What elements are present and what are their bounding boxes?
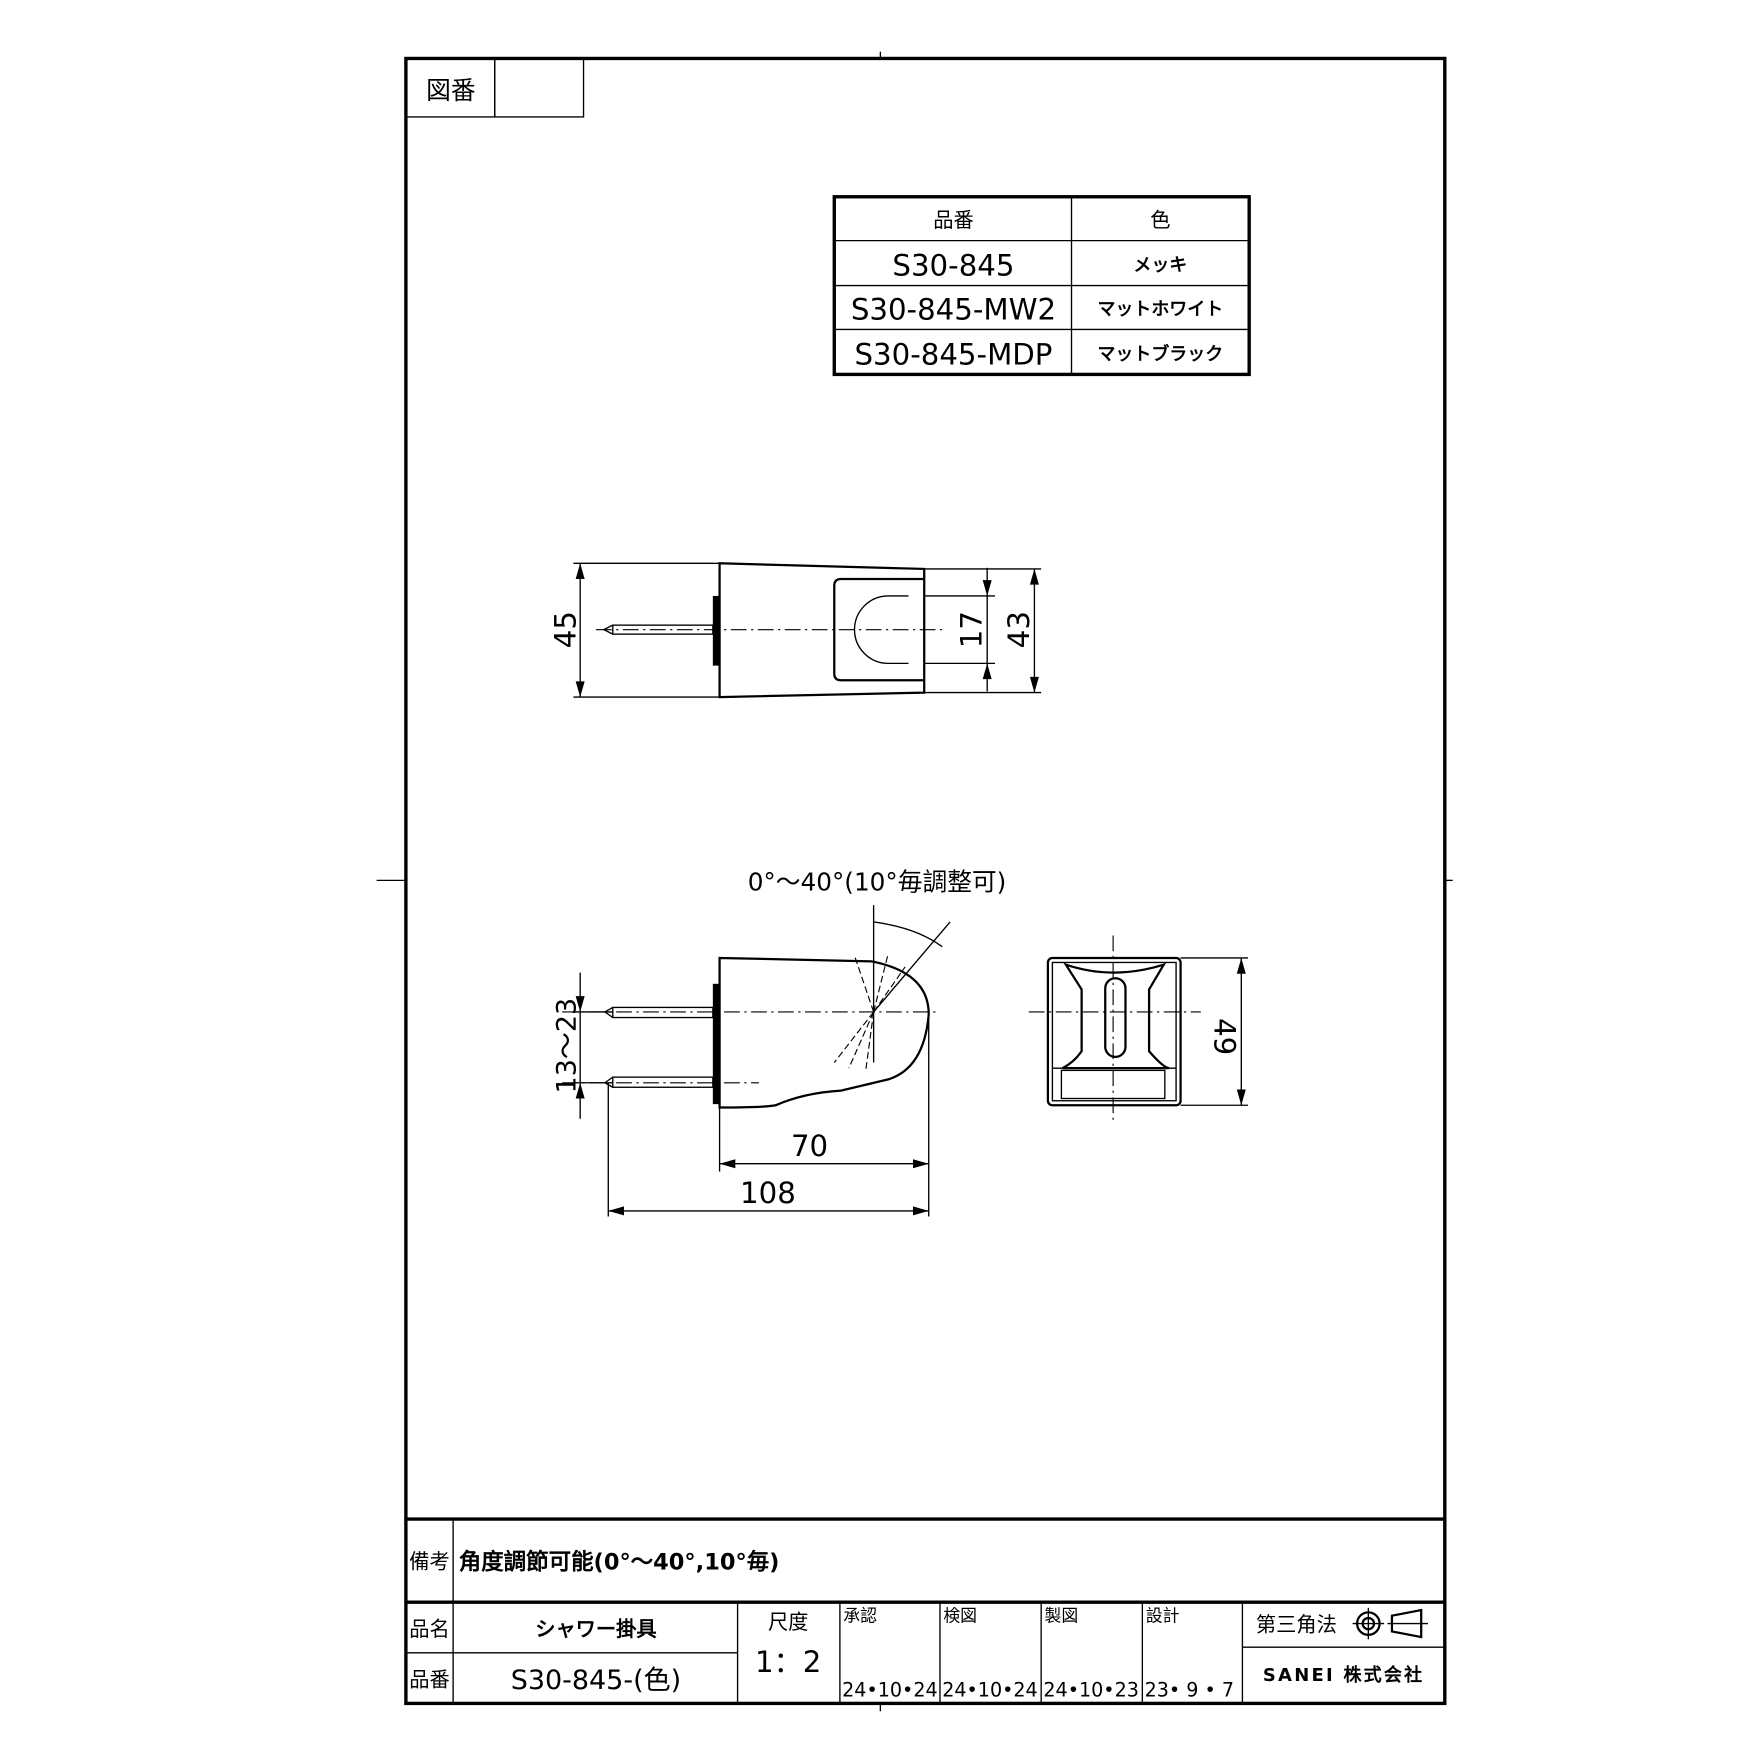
header-color: 色 — [1150, 208, 1170, 232]
side-view: 0°～40°(10°毎調整可) 13～23 70 108 — [552, 867, 1007, 1217]
designed-date: 23• 9 • 7 — [1145, 1679, 1234, 1702]
company-name: SANEI 株式会社 — [1263, 1664, 1424, 1686]
scale-value: 1：2 — [755, 1645, 821, 1679]
top-view: 45 17 43 — [549, 562, 1042, 699]
dim-108: 108 — [740, 1176, 796, 1210]
name-label: 品名 — [409, 1617, 449, 1641]
dim-17: 17 — [955, 611, 989, 648]
checked-label: 検図 — [943, 1605, 977, 1625]
row-part-no: S30-845 — [892, 248, 1014, 282]
part-number: S30-845-(色) — [511, 1665, 681, 1696]
third-angle-projection-icon — [1352, 1607, 1428, 1640]
remarks-label: 備考 — [409, 1549, 449, 1573]
dim-49: 49 — [1207, 1018, 1241, 1055]
projection-label: 第三角法 — [1256, 1612, 1337, 1636]
checked-date: 24•10•24 — [942, 1679, 1038, 1702]
title-block: 備考 角度調節可能(0°～40°,10°毎) 品名 シャワー掛具 品番 S30-… — [405, 1517, 1445, 1704]
designed-label: 設計 — [1146, 1605, 1180, 1625]
product-name: シャワー掛具 — [535, 1617, 657, 1641]
drawing-number-label: 図番 — [426, 76, 475, 105]
drawing-frame: 図番 — [376, 51, 1453, 1712]
dim-70: 70 — [791, 1129, 828, 1163]
part-label: 品番 — [409, 1668, 449, 1692]
remarks: 角度調節可能(0°～40°,10°毎) — [459, 1549, 780, 1576]
approved-label: 承認 — [843, 1605, 877, 1625]
row-color: マットブラック — [1097, 343, 1223, 365]
row-color: メッキ — [1133, 255, 1187, 276]
header-part-no: 品番 — [933, 208, 973, 232]
variants-table: 品番 色 S30-845 メッキ S30-845-MW2 マットホワイト S30… — [832, 195, 1251, 377]
dim-screw-pitch: 13～23 — [552, 998, 583, 1094]
dim-45: 45 — [549, 611, 583, 648]
row-part-no: S30-845-MDP — [854, 337, 1052, 371]
angle-note: 0°～40°(10°毎調整可) — [748, 867, 1007, 896]
scale-label: 尺度 — [768, 1610, 808, 1634]
drawn-date: 24•10•23 — [1043, 1679, 1139, 1702]
approved-date: 24•10•24 — [842, 1679, 937, 1702]
front-view: 49 — [1028, 935, 1249, 1125]
row-part-no: S30-845-MW2 — [851, 292, 1056, 326]
drawn-label: 製図 — [1045, 1605, 1079, 1625]
row-color: マットホワイト — [1097, 299, 1223, 320]
dim-43: 43 — [1002, 611, 1036, 648]
